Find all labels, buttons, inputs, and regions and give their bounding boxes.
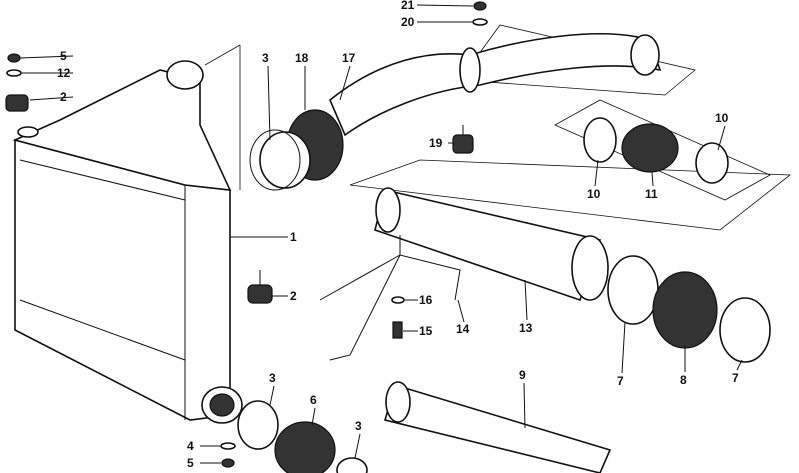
callout-7: 7 (617, 374, 624, 388)
callout-10: 10 (715, 111, 729, 125)
callout-11: 11 (645, 187, 658, 201)
callout-20: 20 (401, 15, 415, 29)
intercooler (12, 60, 243, 424)
callout-21: 21 (401, 0, 415, 12)
callout-3: 3 (355, 419, 362, 433)
callout-17: 17 (342, 51, 356, 65)
callout-19: 19 (429, 136, 443, 150)
callout-5: 5 (60, 49, 67, 63)
callout-18: 18 (295, 51, 309, 65)
callout-8: 8 (680, 373, 687, 387)
callout-6: 6 (310, 393, 317, 407)
callout-15: 15 (419, 324, 433, 338)
callout-13: 13 (519, 321, 533, 335)
callout-3: 3 (269, 371, 276, 385)
callout-5: 5 (187, 456, 194, 470)
callout-9: 9 (519, 368, 526, 382)
callout-3: 3 (262, 51, 269, 65)
callout-7: 7 (732, 371, 739, 385)
callout-2: 2 (290, 289, 297, 303)
callout-14: 14 (456, 322, 470, 336)
callout-2: 2 (60, 90, 67, 104)
callout-4: 4 (187, 439, 194, 453)
callout-1: 1 (290, 230, 297, 244)
callout-10: 10 (587, 187, 601, 201)
callout-12: 12 (57, 66, 71, 80)
callout-16: 16 (419, 293, 433, 307)
